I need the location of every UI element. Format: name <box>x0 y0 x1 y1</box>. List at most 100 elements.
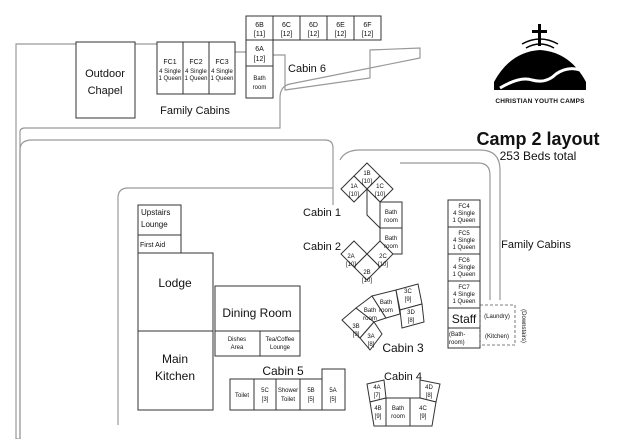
cabin5-toilet-box <box>229 378 255 411</box>
cabin-4: Cabin 4 4A [7] 4B [9] Bath room 4D [8] 4… <box>366 371 441 427</box>
staff-label: Staff <box>452 312 477 326</box>
staff-bathroom-label-2: room) <box>449 340 465 346</box>
cabin3-3d-beds: [8] <box>408 318 415 324</box>
upstairs-lounge-label-1: Upstairs <box>141 208 170 217</box>
cabin2-2a-name: 2A <box>347 254 354 260</box>
cabin5-5c-box <box>253 378 277 411</box>
cabin1-1b-beds: [10] <box>362 179 372 185</box>
dishes-area-label-2: Area <box>231 345 244 351</box>
cabin2-bathroom-label-1: Bath <box>385 236 397 242</box>
main-kitchen-label-2: Kitchen <box>155 369 195 383</box>
cabin2-2b-shape <box>353 253 381 281</box>
cabin5-toilet-label: Toilet <box>235 393 249 399</box>
cabin1-bathroom-label-2: room <box>384 218 398 224</box>
road-inner <box>117 187 333 425</box>
fc2-beds-2: 1 Queen <box>184 76 207 82</box>
fc1-beds-1: 4 Single <box>159 69 181 75</box>
cabin6-bathroom-label-1: Bath <box>253 76 265 82</box>
cross-mountain-icon <box>494 24 586 90</box>
cabin3-3c-name: 3C <box>404 289 412 295</box>
cabin3-3d-name: 3D <box>407 310 415 316</box>
cabin3-3c-beds: [9] <box>405 297 412 303</box>
fc6-beds-1: 4 Single <box>453 265 475 271</box>
fc6-name: FC6 <box>458 258 470 264</box>
cabin4-4d-beds: [8] <box>426 393 433 399</box>
cabin4-4b-name: 4B <box>374 406 381 412</box>
cabin5-5a-box <box>321 368 346 411</box>
cabin5-5b-name: 5B <box>307 388 314 394</box>
cabin4-4a-beds: [7] <box>374 393 381 399</box>
dining-room-label: Dining Room <box>222 306 291 320</box>
logo: CHRISTIAN YOUTH CAMPS <box>494 24 586 105</box>
road-main <box>19 139 334 439</box>
cabin2-2a-beds: [10] <box>346 262 356 268</box>
fc7-name: FC7 <box>458 285 470 291</box>
fc5-beds-1: 4 Single <box>453 238 475 244</box>
cabin6-6d-box <box>299 15 328 41</box>
cabin6-bathroom-box <box>245 65 274 99</box>
cabin4-4c-name: 4C <box>419 406 427 412</box>
outdoor-chapel-label-2: Chapel <box>88 85 123 97</box>
staff-bathroom-label-1: (Bath- <box>449 332 465 338</box>
cabin4-4d-name: 4D <box>425 385 433 391</box>
cabin5-shower-label-1: Shower <box>278 388 298 394</box>
cabin5-5a-name: 5A <box>329 388 336 394</box>
main-kitchen-box <box>137 330 214 411</box>
fc3-beds-2: 1 Queen <box>210 76 233 82</box>
fc3-name: FC3 <box>215 59 228 66</box>
cabin5-5c-name: 5C <box>261 388 269 394</box>
cabin3-3d-shape <box>399 303 425 329</box>
cabin3-3b-beds: [9] <box>353 332 360 338</box>
cabin6-6c-beds: [12] <box>281 31 293 38</box>
lodge-complex: Upstairs Lounge First Aid Lodge Main Kit… <box>137 204 301 411</box>
cabin1-1c-beds: [10] <box>375 192 385 198</box>
cabin6-6d-name: 6D <box>309 22 318 29</box>
staff-downstairs-outline <box>479 304 516 346</box>
cabin6-6f-name: 6F <box>363 22 371 29</box>
cabin6-6d-beds: [12] <box>308 31 320 38</box>
cabin3-bathroom2-label-1: Bath <box>380 300 392 306</box>
family-cabins-top-label: Family Cabins <box>160 105 230 117</box>
cabin3-3a-beds: [8] <box>368 342 375 348</box>
cabin6-6b-name: 6B <box>255 22 264 29</box>
tea-coffee-lounge-box <box>259 330 301 357</box>
road-right-loop <box>339 149 501 300</box>
first-aid-label: First Aid <box>140 242 165 249</box>
lodge-box <box>137 252 214 332</box>
cabin3-label: Cabin 3 <box>382 341 424 355</box>
outdoor-chapel-label-1: Outdoor <box>85 68 125 80</box>
cabin5-5b-beds: [5] <box>308 397 315 403</box>
tea-coffee-label-1: Tea/Coffee <box>266 337 296 343</box>
cabin6-6f-box <box>353 15 382 41</box>
cabin3-3a-name: 3A <box>367 334 374 340</box>
fc7-beds-2: 1 Queen <box>452 299 475 305</box>
cabin3-3a-shape <box>359 321 383 351</box>
outdoor-chapel: Outdoor Chapel <box>75 41 136 119</box>
fc1-name: FC1 <box>163 59 176 66</box>
dishes-area-box <box>214 330 261 357</box>
dining-room-box <box>214 285 301 332</box>
cabin6-6a-name: 6A <box>255 46 264 53</box>
fc4-beds-2: 1 Queen <box>452 218 475 224</box>
fc4-name: FC4 <box>458 204 470 210</box>
family-cabins-right: FC4 4 Single 1 Queen FC5 4 Single 1 Quee… <box>447 199 571 309</box>
cabin3-bathroom1-label-1: Bath <box>364 308 376 314</box>
cabin1-bathroom-label-1: Bath <box>385 210 397 216</box>
kitchen-small-label: (Kitchen) <box>485 334 509 340</box>
page-title: Camp 2 layout <box>476 129 599 149</box>
cabin6-6c-name: 6C <box>282 22 291 29</box>
cabin1-label: Cabin 1 <box>303 207 341 219</box>
cabin4-4b-beds: [9] <box>375 414 382 420</box>
family-cabins-right-label: Family Cabins <box>501 239 571 251</box>
cabin4-bathroom-shape <box>385 397 411 427</box>
cabin1-1c-name: 1C <box>376 184 384 190</box>
cabin2-2c-beds: [10] <box>378 262 388 268</box>
staff-building: Staff (Bath- room) (Laundry) (Kitchen) (… <box>447 304 526 349</box>
upstairs-lounge-label-2: Lounge <box>141 220 168 229</box>
cabin6-6e-name: 6E <box>336 22 345 29</box>
cabin-5: Cabin 5 Toilet 5C [3] Shower Toilet 5B [… <box>229 364 346 411</box>
fc4-box <box>447 199 481 228</box>
fc2-beds-1: 4 Single <box>185 69 207 75</box>
cabin6-6f-beds: [12] <box>362 31 374 38</box>
cabin6-6a-beds: [12] <box>254 56 266 63</box>
